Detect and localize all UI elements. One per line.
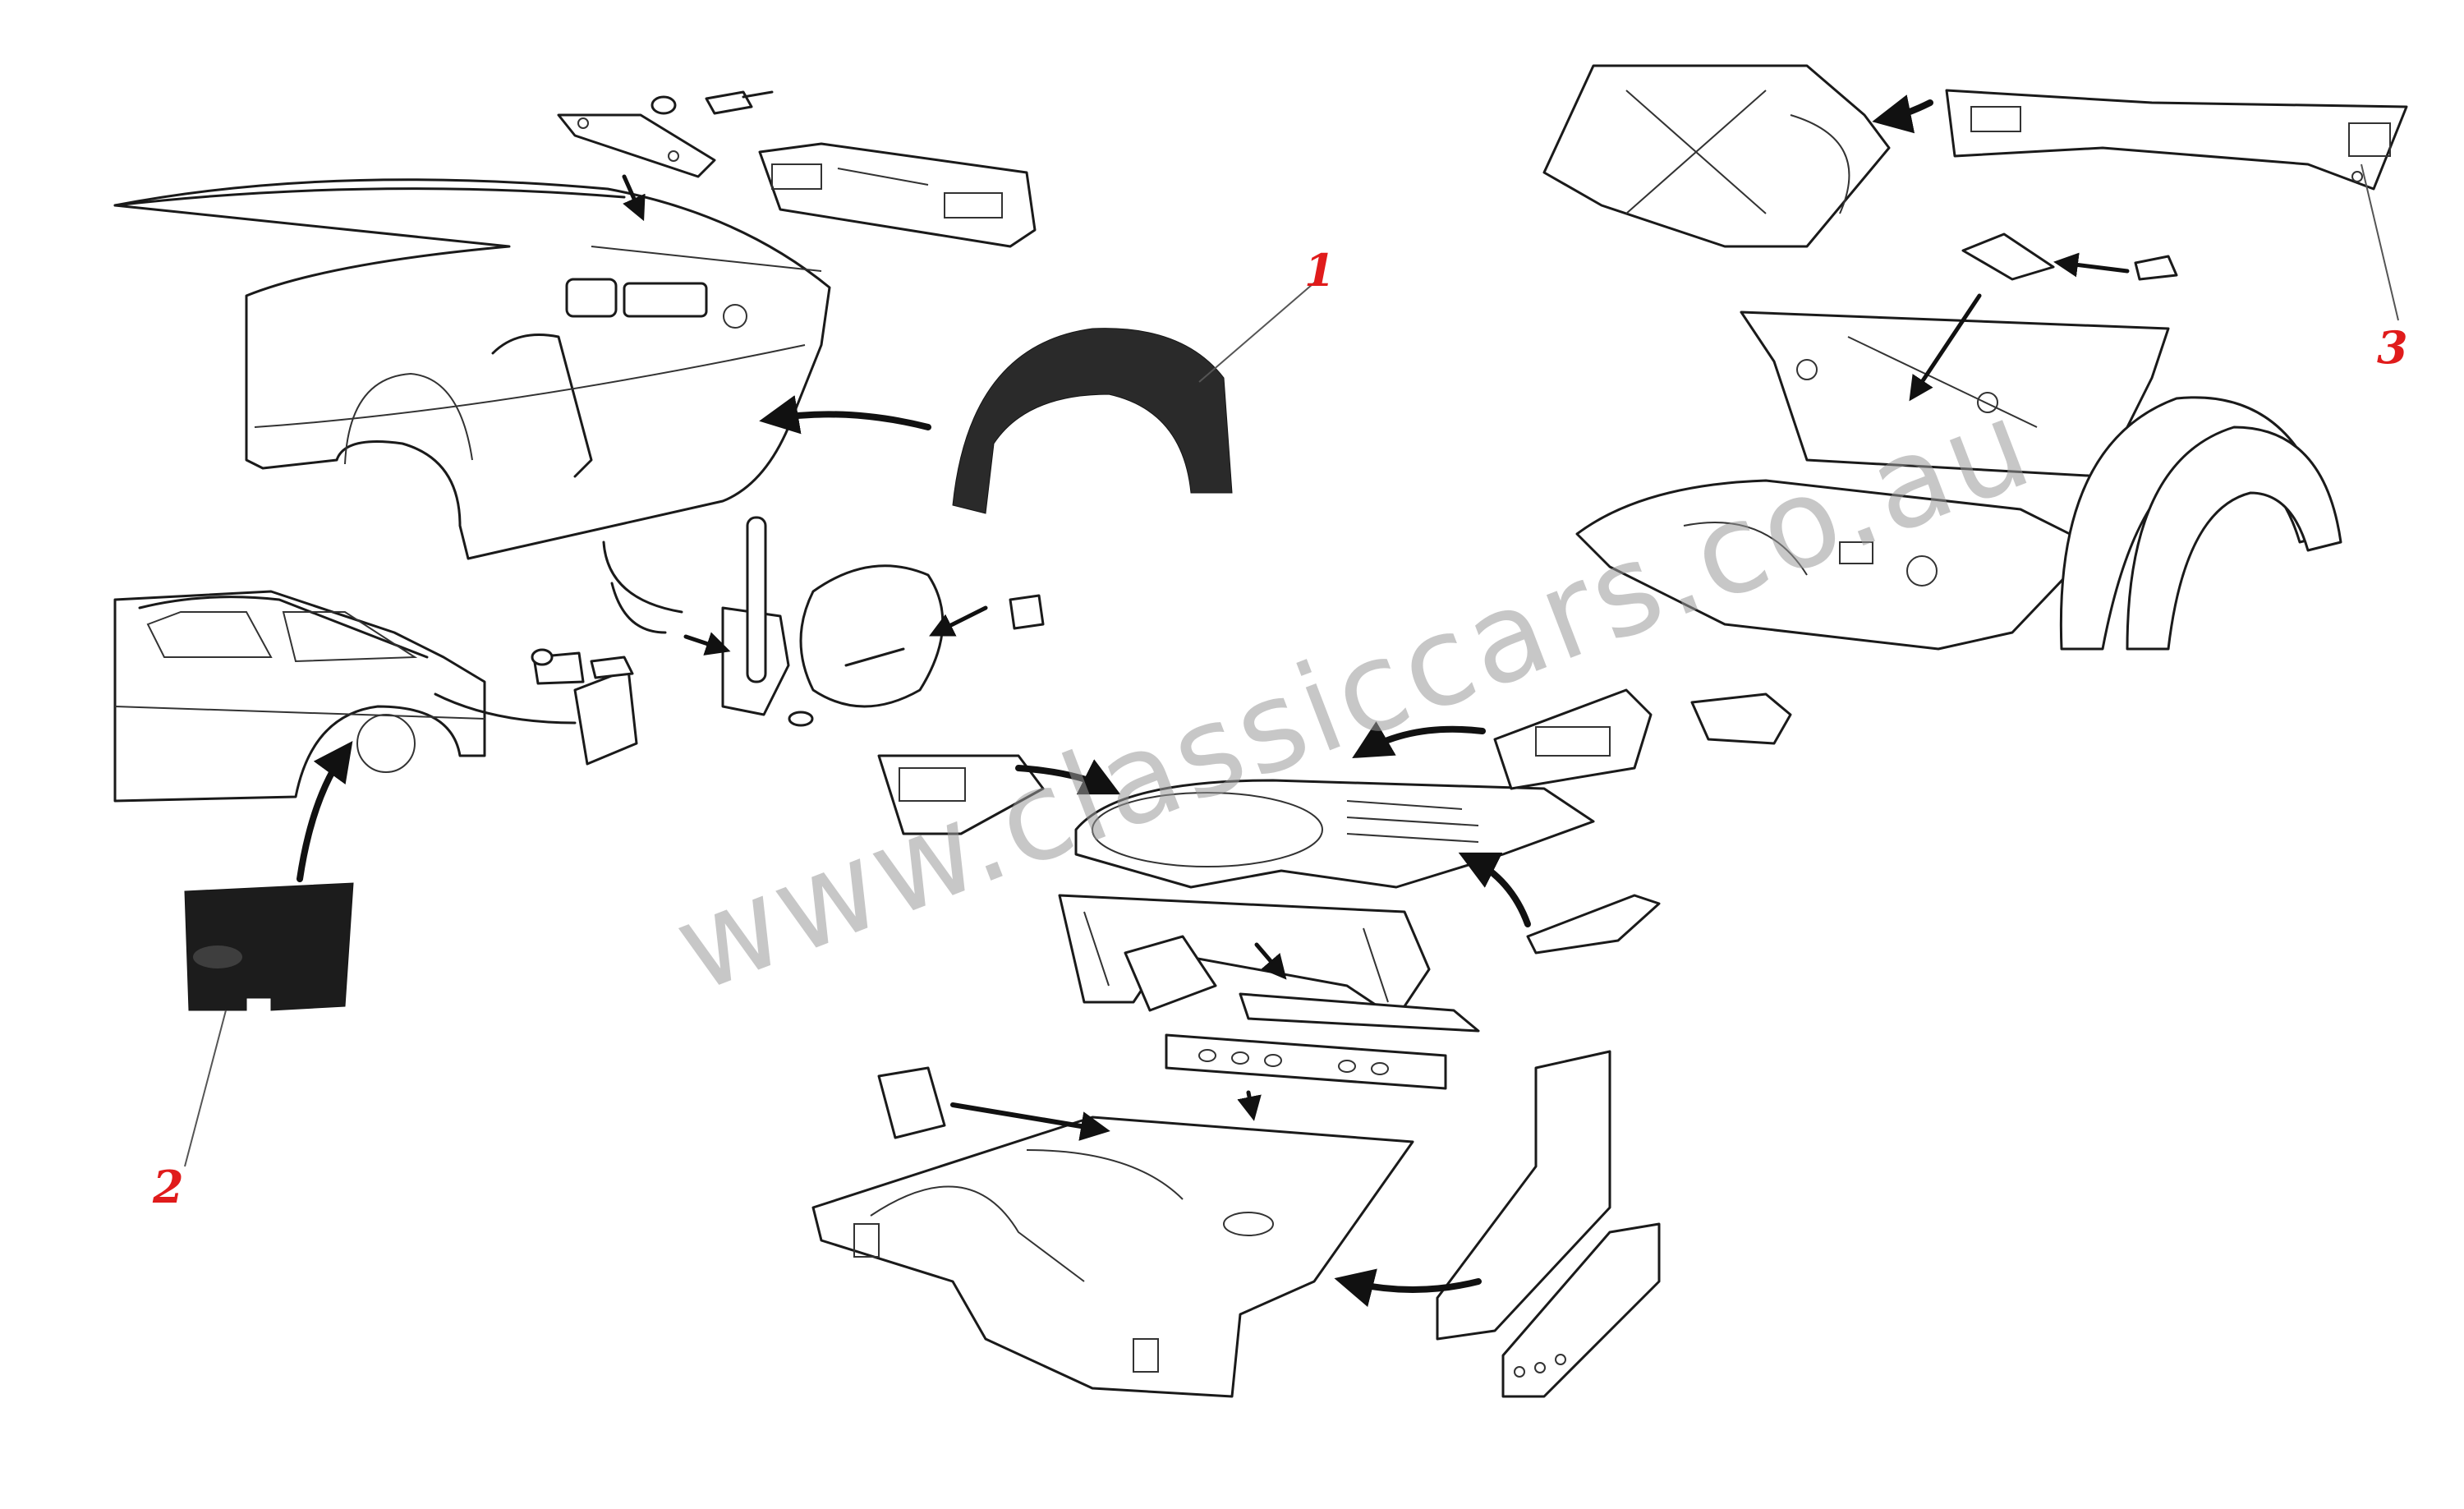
fuel-filler-group <box>434 516 1045 766</box>
bracket-right-small <box>1690 692 1792 745</box>
callout-label-2: 2 <box>153 1161 184 1213</box>
rear-tub-assembly <box>1542 64 1891 248</box>
leader-line-1 <box>1198 278 1319 383</box>
rear-corner-panel-3 <box>1945 89 2408 191</box>
bracket-triangle <box>1961 232 2178 281</box>
car-side-silhouette <box>113 590 486 803</box>
right-floor-bracket <box>1493 688 1653 790</box>
rear-sill-rails <box>1436 1050 1661 1398</box>
rear-crossmember-frame <box>1058 894 1431 1020</box>
callout-label-1: 1 <box>1304 244 1335 297</box>
callout-label-3: 3 <box>2377 321 2408 374</box>
leader-line-3 <box>2361 163 2399 321</box>
door-sill-panel <box>184 882 354 1011</box>
rear-quarter-body-shell <box>113 178 831 560</box>
main-floor-pan <box>811 1116 1414 1398</box>
small-bracket-left <box>877 1066 946 1139</box>
left-floor-bracket <box>877 754 1045 835</box>
hinge-bracket <box>557 90 774 178</box>
boot-floor-pan <box>1575 479 2096 651</box>
wheel-arch-panel <box>952 328 1233 514</box>
rear-valance-panel <box>758 142 1037 248</box>
heel-board <box>1165 1033 1447 1090</box>
crossmember-small <box>1526 894 1661 955</box>
rear-wheel-arches <box>2059 396 2342 651</box>
floor-rail <box>1239 992 1480 1033</box>
leader-line-2 <box>184 1010 227 1167</box>
